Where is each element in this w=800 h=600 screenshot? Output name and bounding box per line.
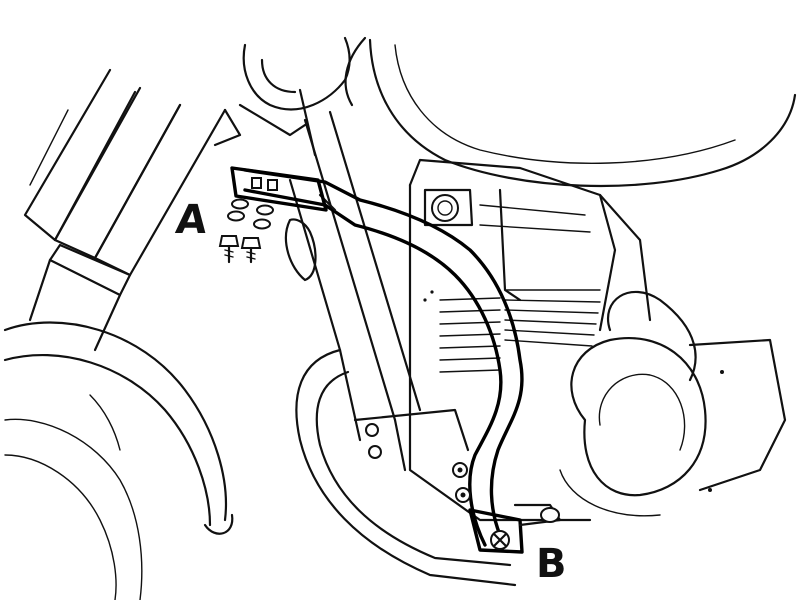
front-fork — [23, 68, 242, 352]
nut-icon — [452, 462, 468, 478]
detail-marks — [423, 290, 724, 492]
callout-label-a: A — [173, 197, 210, 243]
bolt-icon — [240, 237, 262, 264]
front-wheel — [3, 321, 234, 600]
engine-side-cover — [559, 290, 787, 517]
nut-icon — [455, 487, 471, 503]
bolt-icon — [218, 235, 240, 264]
fuel-tank — [344, 36, 797, 188]
lower-bar-loop — [295, 348, 517, 587]
bracket-a — [230, 166, 328, 212]
engine — [408, 158, 652, 522]
steering-head — [238, 36, 351, 157]
callout-label-b: B — [536, 541, 567, 587]
bolt-set-a — [218, 198, 317, 282]
bolt-set-b — [452, 462, 562, 554]
